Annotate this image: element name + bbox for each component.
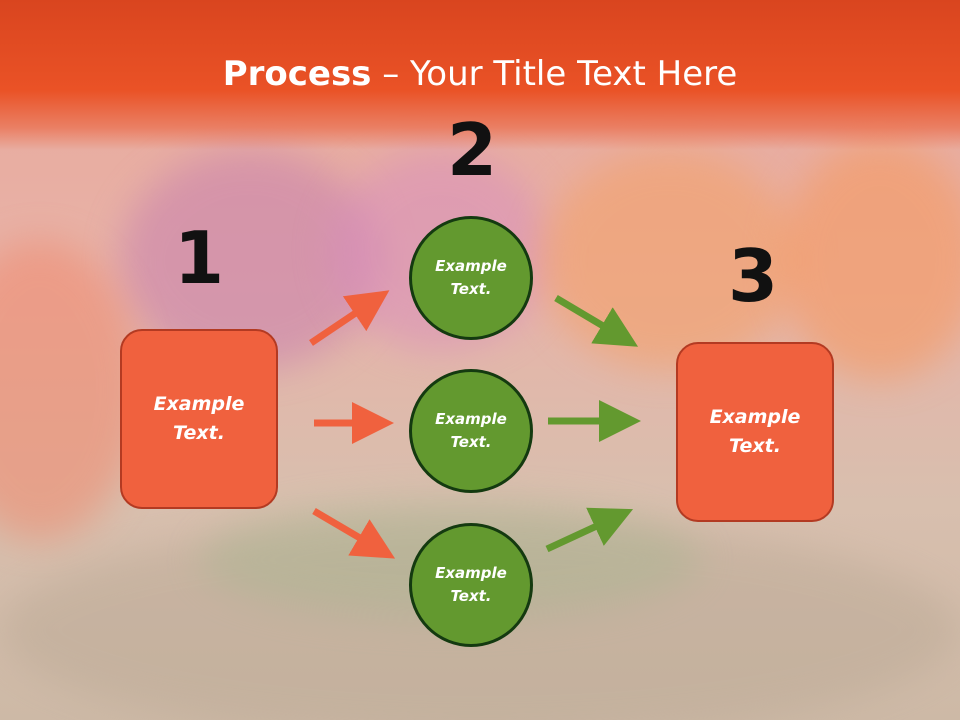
circle-bottom: Example Text. [409,523,533,647]
step-3-number: 3 [727,234,779,318]
circle-bottom-text: Example Text. [435,564,507,605]
right-box: Example Text. [676,342,834,522]
step-2-number: 2 [446,108,498,192]
title-banner [0,0,960,150]
circle-top-text: Example Text. [435,257,507,298]
arrow-to-bottom [312,507,396,559]
arrow-from-bottom [545,507,634,553]
title-rest: – Your Title Text Here [371,54,738,94]
left-box: Example Text. [120,329,278,509]
arrow-from-top [554,294,639,347]
left-box-text: Example Text. [153,393,245,444]
step-1-number: 1 [173,216,225,300]
right-box-text: Example Text. [709,406,801,457]
slide-title: Process – Your Title Text Here [0,52,960,96]
arrow-to-top [309,290,390,346]
circle-top: Example Text. [409,216,533,340]
circle-middle-text: Example Text. [435,410,507,451]
title-bold: Process [222,54,372,94]
circle-middle: Example Text. [409,369,533,493]
